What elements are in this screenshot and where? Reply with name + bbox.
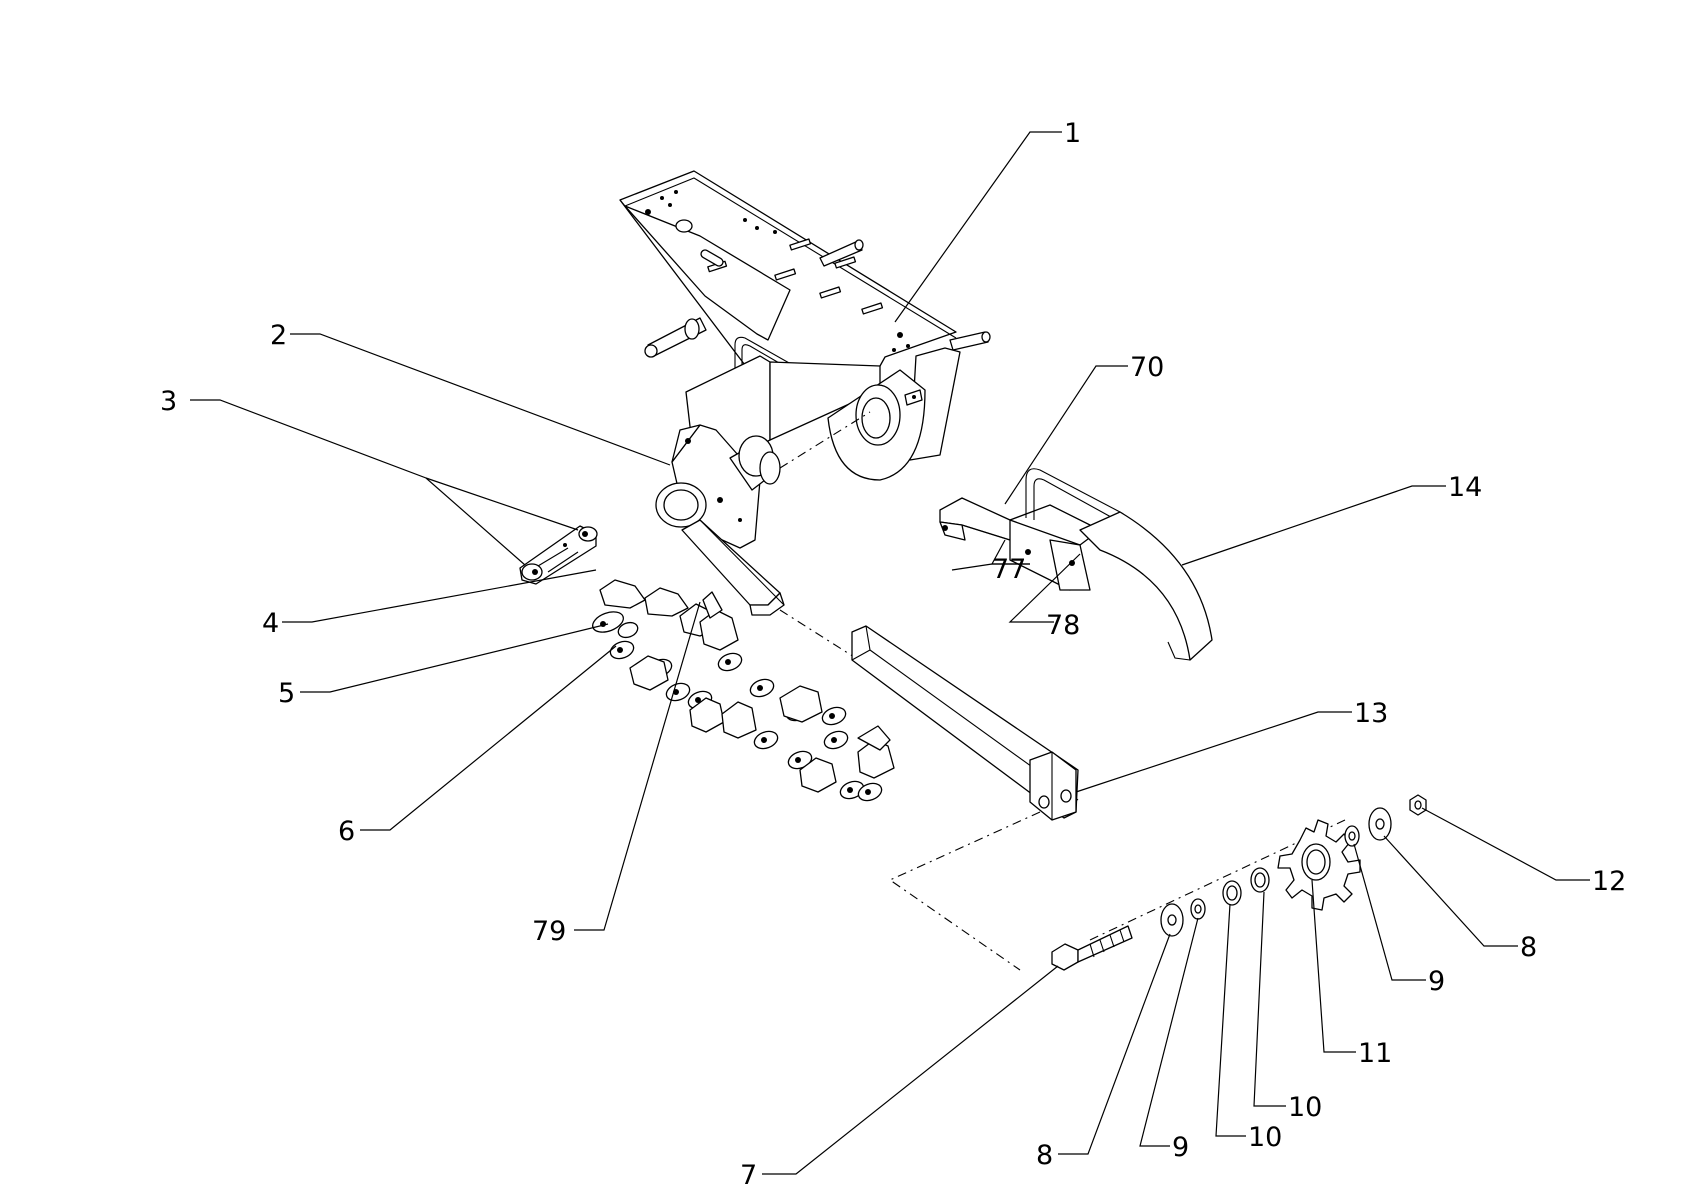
frame-slots <box>675 219 884 315</box>
part-washer-9-left <box>1190 898 1206 920</box>
part-bearing-10-right <box>1250 867 1270 893</box>
part-nut <box>1409 794 1427 816</box>
callout-2: 2 <box>270 320 287 351</box>
part-main-frame <box>619 170 991 481</box>
callout-8-left: 8 <box>1036 1140 1053 1171</box>
part-washer-9-right <box>1344 825 1360 847</box>
part-arm <box>851 625 1079 821</box>
callout-10-right: 10 <box>1288 1092 1322 1123</box>
callout-78: 78 <box>1046 610 1080 641</box>
callout-79: 79 <box>532 916 566 947</box>
callout-14: 14 <box>1448 472 1482 503</box>
callout-70: 70 <box>1130 352 1164 383</box>
leader-lines <box>190 131 1590 1175</box>
callout-9-right: 9 <box>1428 966 1445 997</box>
callout-4: 4 <box>262 608 279 639</box>
part-bearing-10-left <box>1222 880 1242 906</box>
part-bracket <box>939 468 1131 591</box>
part-drive-mount <box>655 424 785 616</box>
callout-6: 6 <box>338 816 355 847</box>
callout-9-left: 9 <box>1172 1132 1189 1163</box>
callout-1: 1 <box>1064 118 1081 149</box>
part-washer-8-right <box>1368 807 1392 841</box>
part-sprocket <box>1277 819 1361 911</box>
callout-5: 5 <box>278 678 295 709</box>
callout-13: 13 <box>1354 698 1388 729</box>
callout-11: 11 <box>1358 1038 1392 1069</box>
callout-labels: 1 2 3 4 5 6 7 8 8 9 9 10 10 11 12 13 14 … <box>160 118 1626 1190</box>
part-cutter-chain <box>592 579 895 802</box>
callout-8-right: 8 <box>1520 932 1537 963</box>
part-link-pin <box>519 525 598 585</box>
cutter-blocks <box>629 655 895 793</box>
callout-7: 7 <box>740 1160 757 1190</box>
frame-holes <box>645 190 910 352</box>
callout-3: 3 <box>160 386 177 417</box>
callout-10-left: 10 <box>1248 1122 1282 1153</box>
part-bolt <box>1051 925 1133 971</box>
callout-77: 77 <box>992 554 1026 585</box>
part-curved-guide <box>1079 511 1213 661</box>
part-washer-8-left <box>1160 903 1184 937</box>
callout-12: 12 <box>1592 866 1626 897</box>
